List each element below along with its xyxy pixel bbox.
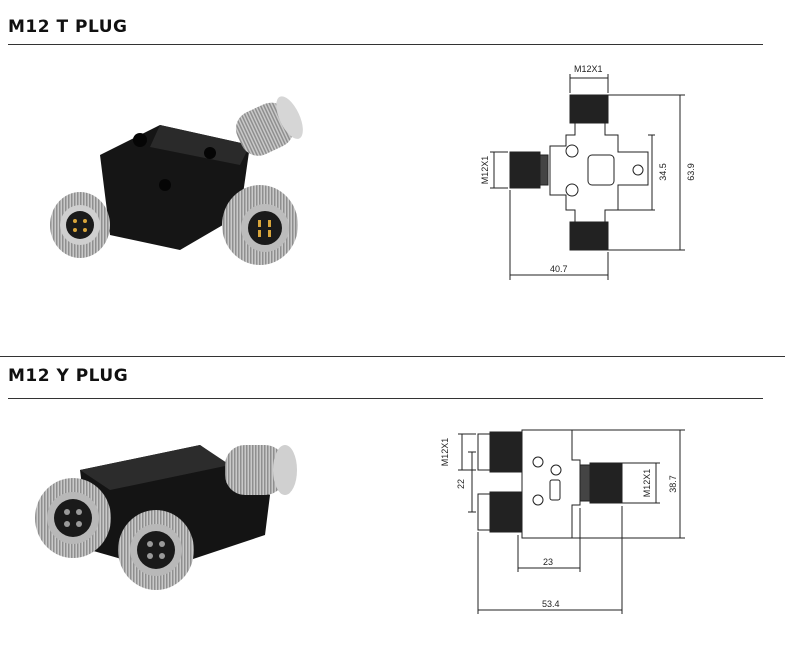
t-plug-drawing: M12X1 M12X1 34.5 63.9 40.7 — [480, 64, 696, 280]
t-dim-center: 34.5 — [658, 163, 668, 181]
t-dim-height: 63.9 — [686, 163, 696, 181]
y-plug-photo — [35, 445, 297, 590]
y-dim-thread-left: M12X1 — [440, 438, 450, 467]
t-plug-photo — [50, 96, 303, 265]
t-plug-title: M12 T PLUG — [8, 17, 128, 37]
y-dim-length: 53.4 — [542, 599, 560, 609]
t-dim-thread-left: M12X1 — [480, 156, 490, 185]
t-plug-rule — [8, 44, 763, 45]
y-dim-inner: 23 — [543, 557, 553, 567]
y-dim-thread-right: M12X1 — [642, 469, 652, 498]
y-dim-height: 38.7 — [668, 475, 678, 493]
y-plug-rule — [8, 398, 763, 399]
y-plug-title: M12 Y PLUG — [8, 366, 129, 386]
y-dim-pitch: 22 — [456, 479, 466, 489]
y-plug-top-rule — [0, 356, 785, 357]
t-dim-width: 40.7 — [550, 264, 568, 274]
y-plug-drawing: M12X1 22 M12X1 38.7 23 53.4 — [440, 429, 685, 614]
t-dim-thread-top: M12X1 — [574, 64, 603, 74]
